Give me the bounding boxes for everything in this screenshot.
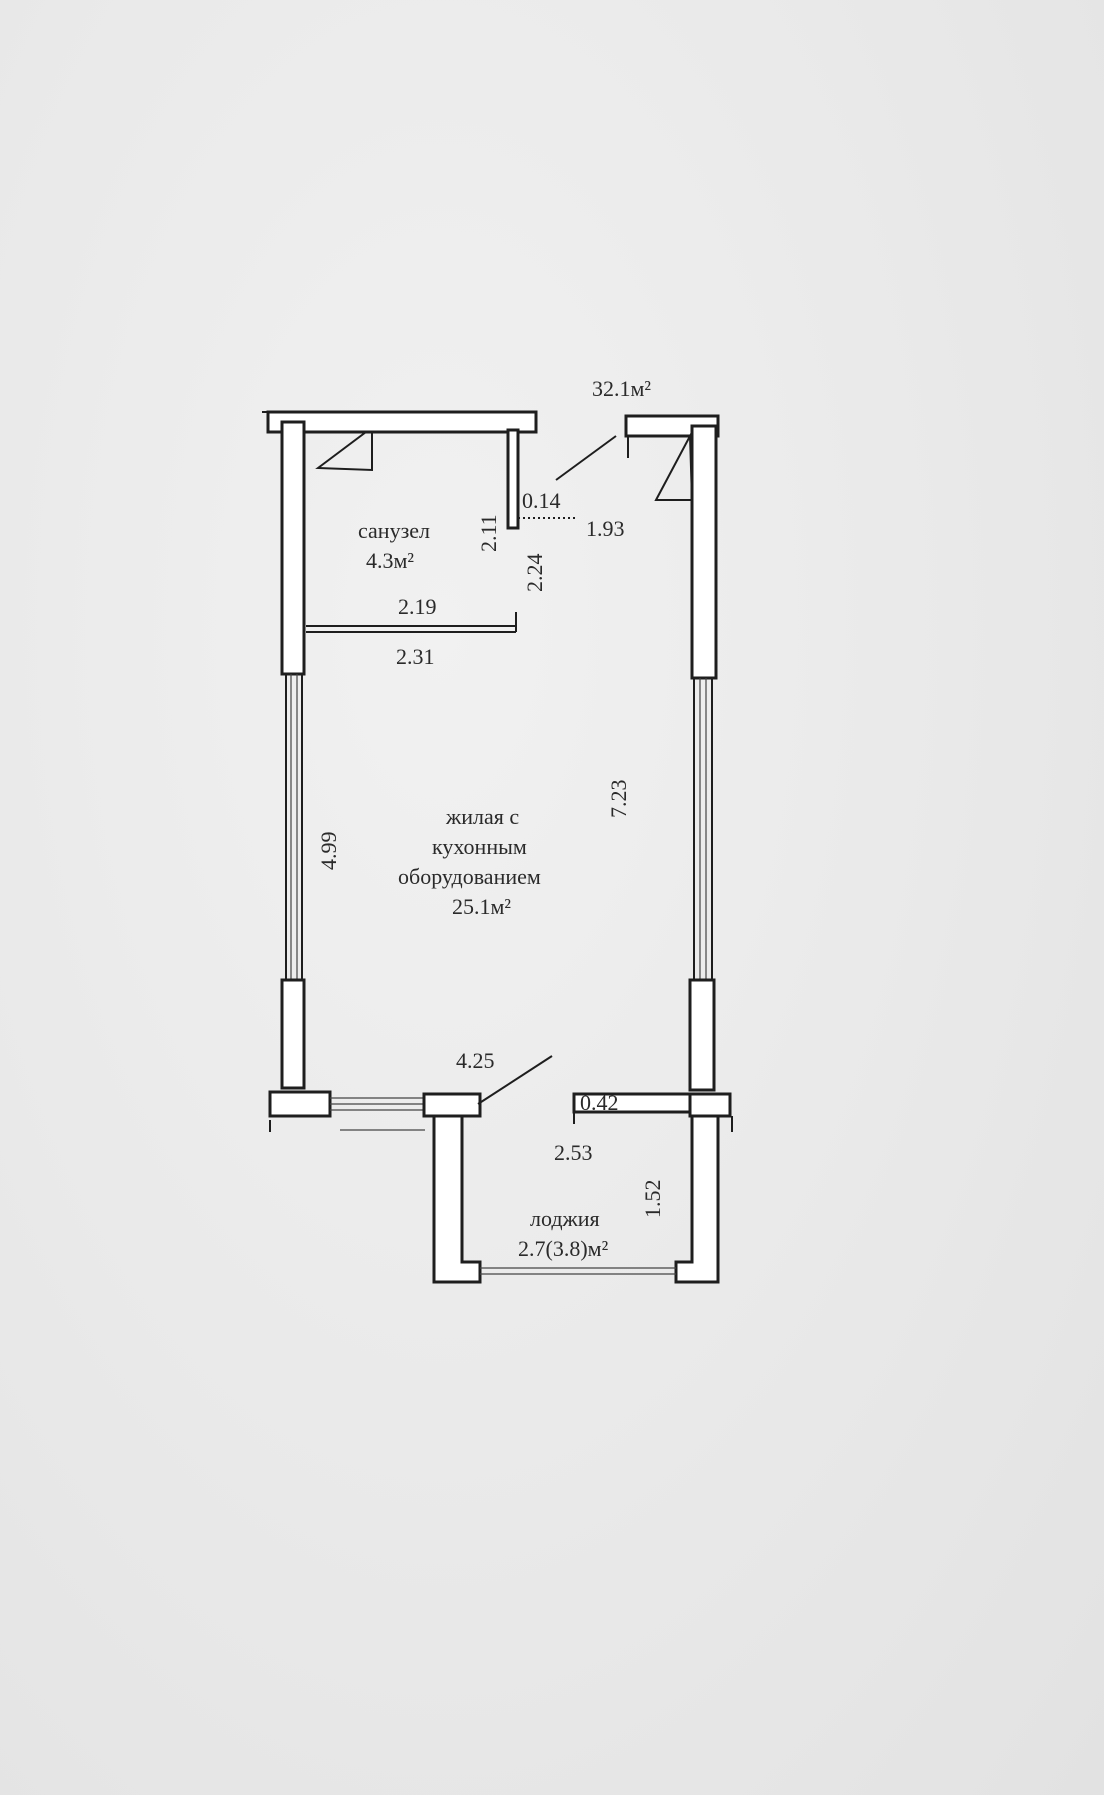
dim-2-19: 2.19 (398, 594, 437, 619)
loggia-left-wall (432, 1114, 482, 1284)
dim-2-53: 2.53 (554, 1140, 593, 1165)
dim-1-52: 1.52 (640, 1180, 665, 1219)
right-wall-lower (688, 978, 716, 1092)
right-window (693, 677, 713, 981)
total-area-label: 32.1м² (592, 376, 651, 401)
loggia-glazing (480, 1267, 676, 1275)
bottom-wall-left (268, 1090, 332, 1118)
dim-4-25: 4.25 (456, 1048, 495, 1073)
bathroom-name: санузел (358, 518, 430, 543)
left-wall-lower (280, 978, 306, 1090)
bottom-left-glazing (330, 1097, 425, 1131)
dim-0-14: 0.14 (522, 488, 561, 513)
dim-1-93: 1.93 (586, 516, 625, 541)
right-wall-upper (690, 424, 718, 680)
loggia-right-wall (674, 1114, 720, 1284)
leader-4-25 (477, 1055, 553, 1105)
living-name-line2: кухонным (432, 834, 527, 859)
living-name-line3: оборудованием (398, 864, 541, 889)
loggia-name: лоджия (530, 1206, 600, 1231)
top-wall (266, 410, 538, 434)
dim-2-24: 2.24 (522, 554, 547, 593)
entry-door-swing (654, 432, 694, 501)
bathroom-fixture (315, 431, 373, 472)
dim-2-31: 2.31 (396, 644, 435, 669)
loggia-area: 2.7(3.8)м² (518, 1236, 609, 1261)
dim-7-23: 7.23 (606, 780, 631, 819)
left-window (285, 673, 303, 981)
leader-total-area (555, 435, 617, 481)
bottom-wall-right-ext (688, 1092, 732, 1118)
bathroom-area: 4.3м² (366, 548, 414, 573)
dim-0-42: 0.42 (580, 1090, 619, 1115)
living-area: 25.1м² (452, 894, 511, 919)
left-wall-upper (280, 420, 306, 676)
dim-4-99: 4.99 (316, 832, 341, 871)
dim-2-11: 2.11 (476, 514, 501, 552)
living-name-line1: жилая с (445, 804, 519, 829)
loggia-left-top (422, 1092, 482, 1118)
bathroom-door-jamb (506, 428, 520, 530)
